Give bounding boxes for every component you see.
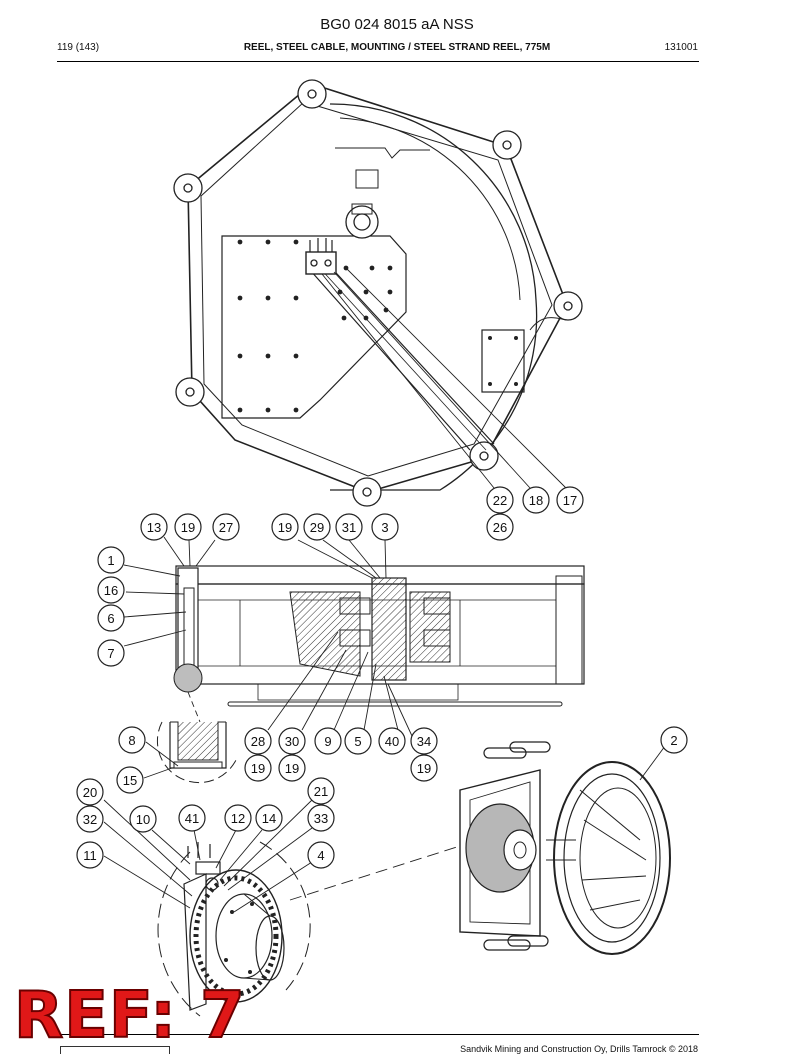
svg-text:33: 33 — [314, 811, 328, 826]
svg-text:12: 12 — [231, 811, 245, 826]
svg-text:1: 1 — [107, 553, 114, 568]
svg-text:19: 19 — [417, 761, 431, 776]
footer-copyright: Sandvik Mining and Construction Oy, Dril… — [460, 1044, 698, 1054]
callout: 9 — [314, 727, 342, 755]
svg-text:26: 26 — [493, 520, 507, 535]
svg-text:21: 21 — [314, 784, 328, 799]
reel-top-view — [173, 79, 583, 507]
callout: 15 — [116, 766, 144, 794]
document-code: 131001 — [664, 42, 698, 53]
callout: 30 — [278, 727, 306, 755]
callout: 2 — [660, 726, 688, 754]
callout: 10 — [129, 805, 157, 833]
svg-text:29: 29 — [310, 520, 324, 535]
callout: 12 — [224, 804, 252, 832]
callout: 3 — [371, 513, 399, 541]
callout: 21 — [307, 777, 335, 805]
svg-text:13: 13 — [147, 520, 161, 535]
svg-text:15: 15 — [123, 773, 137, 788]
callout-balloons: 22 18 17 26 13 19 27 19 29 31 3 1 16 6 7… — [76, 486, 688, 869]
callout: 32 — [76, 805, 104, 833]
callout: 22 — [486, 486, 514, 514]
svg-text:28: 28 — [251, 734, 265, 749]
svg-text:7: 7 — [107, 646, 114, 661]
callout: 41 — [178, 804, 206, 832]
svg-text:10: 10 — [136, 812, 150, 827]
callout: 19 — [244, 754, 272, 782]
svg-text:22: 22 — [493, 493, 507, 508]
svg-text:20: 20 — [83, 785, 97, 800]
callout: 14 — [255, 804, 283, 832]
callout: 11 — [76, 841, 104, 869]
svg-text:18: 18 — [529, 493, 543, 508]
callout: 28 — [244, 727, 272, 755]
svg-text:32: 32 — [83, 812, 97, 827]
footer-rule — [57, 1034, 699, 1035]
svg-text:19: 19 — [278, 520, 292, 535]
svg-text:3: 3 — [381, 520, 388, 535]
callout: 13 — [140, 513, 168, 541]
company-logo — [60, 1046, 170, 1054]
svg-text:11: 11 — [83, 848, 97, 863]
reel-section-view — [156, 565, 585, 784]
callout: 4 — [307, 841, 335, 869]
roller — [173, 79, 583, 507]
svg-text:17: 17 — [563, 493, 577, 508]
svg-text:34: 34 — [417, 734, 431, 749]
callout: 8 — [118, 726, 146, 754]
callout: 19 — [174, 513, 202, 541]
svg-text:27: 27 — [219, 520, 233, 535]
callout: 1 — [97, 546, 125, 574]
svg-text:5: 5 — [354, 734, 361, 749]
svg-text:4: 4 — [317, 848, 324, 863]
callout: 5 — [344, 727, 372, 755]
document-title: BG0 024 8015 aA NSS — [320, 16, 474, 33]
callout: 7 — [97, 639, 125, 667]
svg-text:6: 6 — [107, 611, 114, 626]
svg-text:19: 19 — [181, 520, 195, 535]
reel-iso-view — [289, 741, 671, 955]
svg-text:8: 8 — [128, 733, 135, 748]
callout: 17 — [556, 486, 584, 514]
header-rule — [57, 61, 699, 62]
svg-text:31: 31 — [342, 520, 356, 535]
callout: 20 — [76, 778, 104, 806]
callout: 31 — [335, 513, 363, 541]
document-heading: REEL, STEEL CABLE, MOUNTING / STEEL STRA… — [243, 42, 551, 53]
callout: 19 — [278, 754, 306, 782]
callout: 34 — [410, 727, 438, 755]
callout: 19 — [410, 754, 438, 782]
svg-text:30: 30 — [285, 734, 299, 749]
callout: 40 — [378, 727, 406, 755]
svg-text:41: 41 — [185, 811, 199, 826]
svg-text:19: 19 — [251, 761, 265, 776]
callout: 29 — [303, 513, 331, 541]
svg-text:14: 14 — [262, 811, 276, 826]
ref-stamp: REF: 7 — [13, 979, 246, 1053]
svg-text:40: 40 — [385, 734, 399, 749]
callout: 26 — [486, 513, 514, 541]
svg-text:19: 19 — [285, 761, 299, 776]
callout: 33 — [307, 804, 335, 832]
callout: 16 — [97, 576, 125, 604]
svg-text:16: 16 — [104, 583, 118, 598]
callout: 27 — [212, 513, 240, 541]
callout: 18 — [522, 486, 550, 514]
svg-text:9: 9 — [324, 734, 331, 749]
page-number: 119 (143) — [57, 42, 100, 53]
chain-detail-view — [157, 841, 311, 1017]
leader-lines — [103, 536, 669, 913]
svg-text:2: 2 — [670, 733, 677, 748]
callout: 6 — [97, 604, 125, 632]
callout: 19 — [271, 513, 299, 541]
